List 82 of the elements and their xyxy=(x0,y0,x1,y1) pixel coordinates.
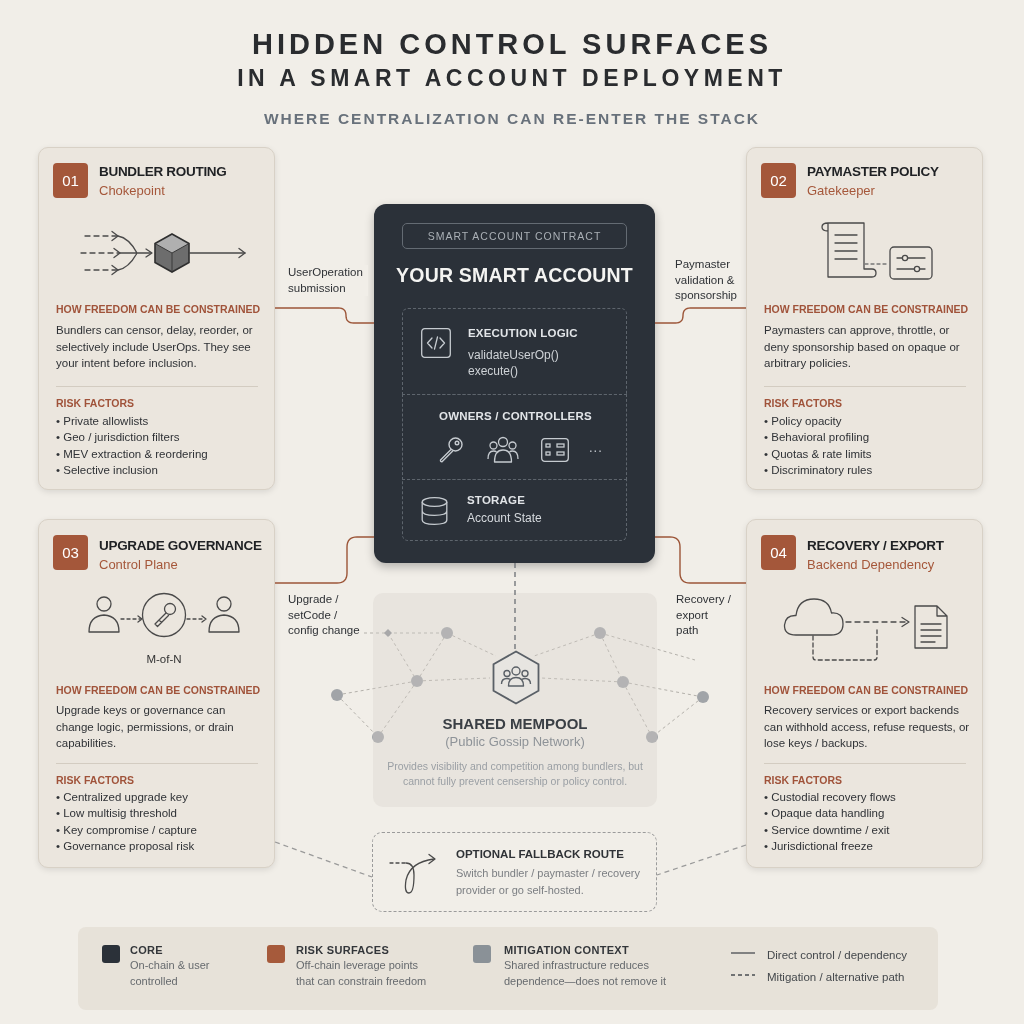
function-name: validateUserOp() xyxy=(468,347,560,363)
description-text: Upgrade keys or governance can change logic, permissions, or drain capabilities. xyxy=(56,703,235,751)
connector-line xyxy=(654,307,747,324)
owners-section xyxy=(402,394,627,480)
subtitle-text: WHERE CENTRALIZATION CAN RE-ENTER THE STACK xyxy=(262,109,762,129)
ellipsis-text: ... xyxy=(589,441,603,455)
section-heading: EXECUTION LOGIC xyxy=(468,326,579,341)
risk-card xyxy=(38,519,275,868)
list-item: • Governance proposal risk xyxy=(56,839,196,854)
section-heading: STORAGE xyxy=(467,493,527,508)
section-heading: HOW FREEDOM CAN BE CONSTRAINED xyxy=(56,683,262,697)
dashed-connector xyxy=(274,841,373,878)
legend-text: MITIGATION CONTEXT Shared infrastructure reduces dependence—does not remove it xyxy=(504,943,668,989)
connector-line xyxy=(654,536,747,584)
card-subtitle: Gatekeeper xyxy=(807,182,876,199)
fallback-route-box xyxy=(372,832,657,912)
number-badge xyxy=(761,163,796,198)
description-text: Recovery services or export backends can withhold access, refuse requests, or lose keys / backups. xyxy=(764,703,971,751)
card-subtitle: Chokepoint xyxy=(99,182,166,199)
section-heading: RISK FACTORS xyxy=(56,772,135,787)
card-subtitle: Backend Dependency xyxy=(807,556,936,573)
list-item: • Opaque data handling xyxy=(764,806,886,821)
contract-label-box xyxy=(402,223,627,249)
description-text: Switch bundler / paymaster / recovery provider or go self-hosted. xyxy=(456,866,642,898)
section-heading: OWNERS / CONTROLLERS xyxy=(439,409,593,424)
number-badge xyxy=(53,163,88,198)
list-item: • Key compromise / capture xyxy=(56,822,198,838)
legend-text: Direct control / dependency xyxy=(767,948,908,963)
dashed-connector xyxy=(514,562,516,651)
card-title: PAYMASTER POLICY xyxy=(807,163,940,181)
dashed-connector xyxy=(656,844,747,876)
badge-number: 04 xyxy=(769,543,788,563)
card-subtitle: Control Plane xyxy=(99,556,179,573)
card-title: RECOVERY / EXPORT xyxy=(807,537,945,555)
description-text: Paymasters can approve, throttle, or deny sponsorship based on opaque or arbitrary policies. xyxy=(764,323,961,371)
diagram-title: HIDDEN CONTROL SURFACES IN A SMART ACCOUNT DEPLOYMENT xyxy=(236,27,788,93)
list-item: • Policy opacity xyxy=(764,413,843,429)
panel-title: YOUR SMART ACCOUNT xyxy=(395,263,634,288)
badge-number: 01 xyxy=(61,171,80,191)
list-item: • Low multisig threshold xyxy=(56,806,178,821)
storage-section xyxy=(402,479,627,541)
number-badge xyxy=(53,535,88,570)
function-name: execute() xyxy=(468,363,520,379)
contract-label: SMART ACCOUNT CONTRACT xyxy=(426,229,603,244)
section-heading: RISK FACTORS xyxy=(764,772,843,787)
caption-text: M-of-N xyxy=(145,652,183,666)
section-text: Account State xyxy=(467,510,543,526)
legend-text: Mitigation / alternative path xyxy=(767,970,906,985)
list-item: • Discriminatory rules xyxy=(764,463,874,478)
section-heading: HOW FREEDOM CAN BE CONSTRAINED xyxy=(764,302,970,316)
list-item: • Centralized upgrade key xyxy=(56,789,189,805)
connector-line xyxy=(274,307,375,324)
section-heading: HOW FREEDOM CAN BE CONSTRAINED xyxy=(56,302,262,316)
risk-card xyxy=(38,147,275,490)
section-heading: HOW FREEDOM CAN BE CONSTRAINED xyxy=(764,683,970,697)
list-item: • Jurisdictional freeze xyxy=(764,839,874,854)
connector-line xyxy=(274,536,375,584)
card-title: BUNDLER ROUTING xyxy=(99,163,228,181)
edge-label: Recovery / export path xyxy=(676,592,733,639)
list-item: • Behavioral profiling xyxy=(764,430,871,445)
number-badge xyxy=(761,535,796,570)
section-heading: RISK FACTORS xyxy=(764,395,843,410)
smart-account-panel xyxy=(374,204,655,563)
list-item: • Custodial recovery flows xyxy=(764,789,897,805)
list-item: • Geo / jurisdiction filters xyxy=(56,430,181,445)
list-item: • MEV extraction & reordering xyxy=(56,446,209,462)
risk-card xyxy=(746,147,983,490)
code-section xyxy=(402,308,627,395)
legend-text: CORE On-chain & user controlled xyxy=(130,943,211,989)
badge-number: 02 xyxy=(769,171,788,191)
card-title: UPGRADE GOVERNANCE xyxy=(99,537,263,555)
section-heading: RISK FACTORS xyxy=(56,395,135,410)
box-title: OPTIONAL FALLBACK ROUTE xyxy=(456,847,625,862)
description-text: Provides visibility and competition among bundlers, but cannot fully prevent censership or policy control. xyxy=(386,759,644,789)
list-item: • Quotas & rate limits xyxy=(764,446,873,462)
risk-card xyxy=(746,519,983,868)
list-item: • Service downtime / exit xyxy=(764,822,891,838)
list-item: • Private allowlists xyxy=(56,413,150,429)
description-text: Bundlers can censor, delay, reorder, or selectively include UserOps. They see your intent before inclusion. xyxy=(56,323,254,371)
badge-number: 03 xyxy=(61,543,80,563)
legend-text: RISK SURFACES Off-chain leverage points that can constrain freedom xyxy=(296,943,428,989)
list-item: • Selective inclusion xyxy=(56,463,159,478)
